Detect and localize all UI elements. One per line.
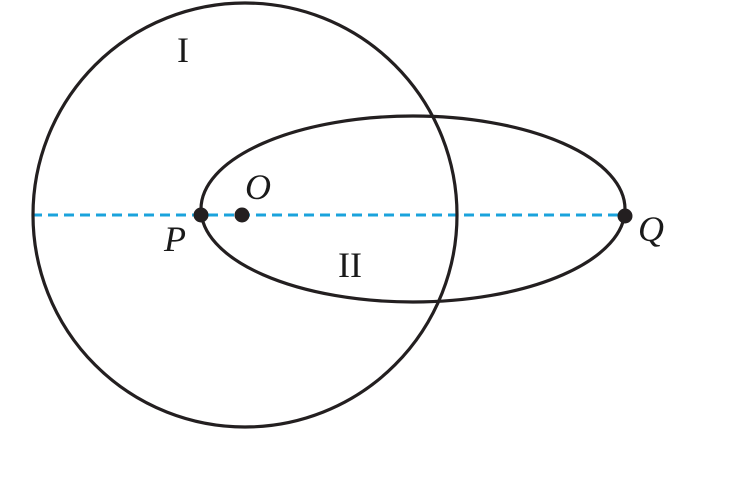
- orbit-1-label: I: [177, 30, 189, 70]
- point-q-label: Q: [638, 209, 664, 249]
- orbit-1-circle: [31, 1, 459, 429]
- point-o-label: O: [245, 167, 271, 207]
- point-q-dot: [617, 208, 633, 224]
- point-o-dot: [234, 207, 250, 223]
- point-p-label: P: [163, 219, 186, 259]
- point-p-dot: [193, 207, 209, 223]
- orbit-2-label: II: [338, 245, 362, 285]
- orbit-2-ellipse: [199, 114, 627, 304]
